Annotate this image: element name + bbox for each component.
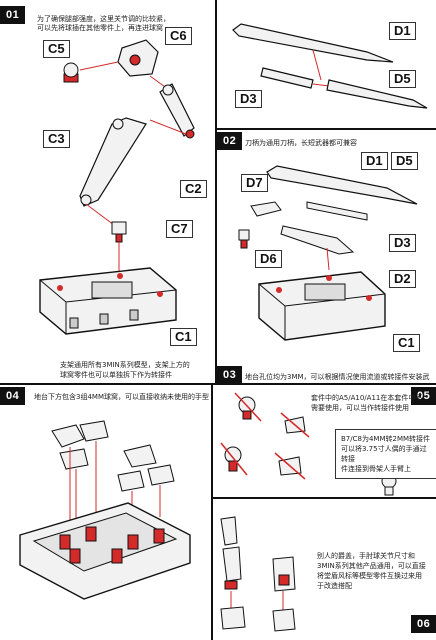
label-d5-step03: D5 (391, 152, 418, 170)
panel-step-04: 04 地台下方包含3组4MM球窝，可以直接收纳未使用的手型 (0, 385, 211, 640)
divider-horizontal-right-top (217, 128, 436, 130)
adapter-note-box: B7/C8为4MM转2MM转接件 可以将3.75寸人偶的手通过转接 件连接到骨架… (335, 429, 436, 479)
step-number-04: 04 (0, 387, 26, 405)
adapter-note-line-2: 可以将3.75寸人偶的手通过转接 (341, 445, 427, 463)
label-d1-step02: D1 (389, 22, 416, 40)
part-d5-blade (326, 79, 428, 109)
divider-horizontal-right-bottom (213, 497, 436, 499)
adapter-note-line-1: B7/C8为4MM转2MM转接件 (341, 435, 431, 443)
step-06-text-line-1: 别人的爵盖，手肘球关节尺寸和 (317, 552, 415, 560)
label-d3-step03: D3 (389, 234, 416, 252)
label-c3: C3 (43, 130, 70, 148)
divider-vertical-bottom (211, 385, 213, 640)
part-c5-ball (63, 62, 79, 83)
step-number-01: 01 (0, 6, 26, 24)
divider-horizontal-mid (0, 383, 436, 385)
step-03-text: 地台孔位均为3MM，可以根据情况使用流道或转接件安装武器 (245, 373, 430, 381)
arm-swap-illustration (220, 516, 296, 632)
divider-vertical-top (215, 0, 217, 385)
step-01-text-line-1: 为了确保腿部强度，这里关节调的比较紧， (37, 15, 170, 23)
step-number-06: 06 (411, 615, 436, 633)
step-01-bottom-text-line-2: 球窝零件也可以单独拆下作为转接件 (60, 371, 172, 379)
part-c2-leg (159, 83, 195, 139)
label-d5-step02: D5 (389, 70, 416, 88)
step-05-text-line-2: 需要使用，可以当作转接件使用 (311, 404, 409, 412)
label-d6: D6 (255, 250, 282, 268)
step-01-text-line-2: 可以先将球插在其他零件上，再连进球窝 (37, 24, 163, 32)
stand-storage-illustration (19, 420, 191, 600)
step-06-text-line-3: 将堂盾风标等模型零件互换过来用 (317, 572, 422, 580)
panel-step-03: 02 刀柄为通用刀柄，长短武器都可兼容 D1 D5 D7 D6 D3 D2 C1… (217, 130, 436, 383)
label-c1-step03: C1 (393, 334, 420, 352)
panel-step-05: 05 套件中的A5/A10/A11在本套件中不 需要使用，可以当作转接件使用 B… (213, 385, 436, 497)
label-d1-step03: D1 (361, 152, 388, 170)
panel-step-01: 01 为了确保腿部强度，这里关节调的比较紧， 可以先将球插在其他零件上，再连进球… (0, 0, 215, 383)
step-04-text: 地台下方包含3组4MM球窝，可以直接收纳未使用的手型 (34, 393, 209, 401)
leg-assembly-illustration (39, 39, 195, 335)
adapter-note-line-3: 件连接到骨架人手臂上 (341, 465, 411, 473)
part-d3-handle (260, 67, 314, 89)
label-c2: C2 (180, 180, 207, 198)
label-d3-step02: D3 (235, 90, 262, 108)
step-06-text-line-2: 3MIN系列其他产品通用，可以直接 (317, 562, 426, 570)
label-d2: D2 (389, 270, 416, 288)
part-d1-blade (232, 23, 394, 63)
label-c6: C6 (165, 27, 192, 45)
part-c6-joint (117, 39, 159, 77)
panel-step-02: D1 D5 D3 (217, 0, 436, 128)
label-c1-step01: C1 (170, 328, 197, 346)
part-c1-base (39, 267, 177, 335)
step-number-05: 05 (411, 387, 436, 405)
label-c5: C5 (43, 40, 70, 58)
step-05-text-line-1: 套件中的A5/A10/A11在本套件中不 (311, 394, 423, 402)
step-01-bottom-text-line-1: 支架通用所有3MIN系列模型，支架上方的 (60, 361, 190, 369)
label-d7: D7 (241, 174, 268, 192)
panel-step-06: 别人的爵盖，手肘球关节尺寸和 3MIN系列其他产品通用，可以直接 将堂盾风标等模… (213, 499, 436, 640)
step-06-text-line-4: 于改造搭配 (317, 582, 352, 590)
label-c7: C7 (166, 220, 193, 238)
step-number-03: 03 (217, 366, 243, 383)
part-c3-leg (79, 117, 147, 207)
step-number-02: 02 (217, 132, 243, 150)
sword-parts-illustration (232, 23, 428, 109)
weapon-stand-illustration (238, 165, 418, 341)
part-c7-connector (111, 221, 127, 243)
step-02-text: 刀柄为通用刀柄，长短武器都可兼容 (245, 139, 357, 147)
